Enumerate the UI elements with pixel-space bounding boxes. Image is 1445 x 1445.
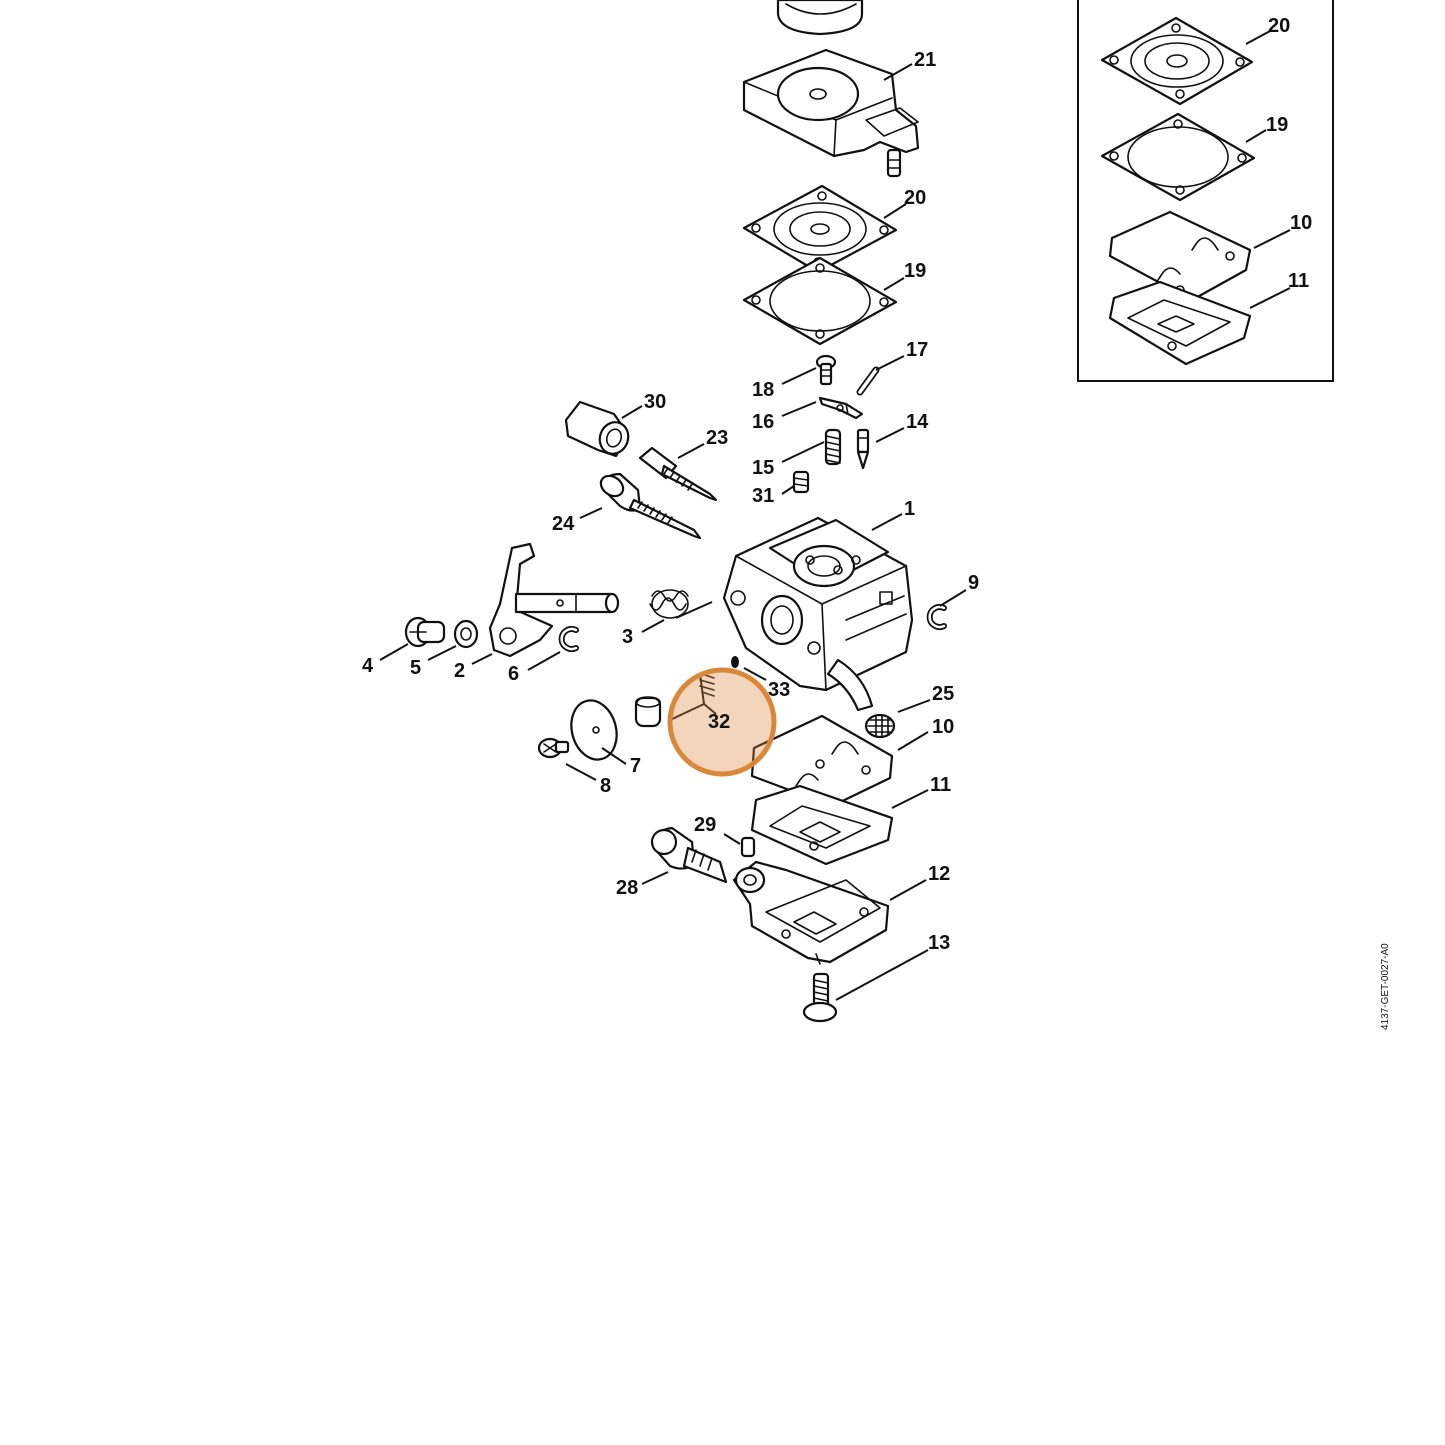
callout-14: 14 bbox=[906, 411, 929, 433]
lever-part-16 bbox=[818, 396, 864, 420]
drawing-code: 4137-GET-0027-A0 bbox=[1380, 943, 1391, 1030]
screw-part-4 bbox=[404, 616, 446, 648]
plug-part-29 bbox=[740, 836, 756, 858]
inset-pump-gasket bbox=[1108, 280, 1252, 366]
inset-panel: 20 19 10 11 bbox=[1077, 0, 1334, 382]
top-cap-part bbox=[776, 0, 864, 36]
spring-part-15 bbox=[824, 428, 842, 466]
callout-1: 1 bbox=[904, 498, 915, 520]
callout-3: 3 bbox=[622, 626, 633, 648]
clip-part-6 bbox=[558, 626, 579, 652]
callout-13: 13 bbox=[928, 932, 950, 954]
callout-32[interactable]: 32 bbox=[708, 711, 730, 733]
inset-gasket bbox=[1100, 112, 1256, 202]
inset-callout-19: 19 bbox=[1266, 114, 1288, 136]
diaphragm-plate-part-20 bbox=[742, 184, 898, 274]
callout-20: 20 bbox=[904, 187, 926, 209]
washer-part-5 bbox=[453, 619, 479, 649]
cap-part-30 bbox=[564, 400, 630, 458]
screw-part-8 bbox=[537, 737, 570, 759]
callout-8: 8 bbox=[600, 775, 611, 797]
adjusting-screw-part-23 bbox=[638, 446, 718, 502]
highlight-fill bbox=[670, 670, 774, 774]
plug-part-31 bbox=[792, 470, 810, 494]
inset-diaphragm-plate bbox=[1100, 16, 1254, 106]
callout-19: 19 bbox=[904, 260, 926, 282]
adjusting-screw-part-24 bbox=[599, 472, 702, 540]
callout-15: 15 bbox=[752, 457, 774, 479]
callout-16: 16 bbox=[752, 411, 774, 433]
gasket-part-19 bbox=[742, 256, 898, 346]
pin-part-17 bbox=[856, 366, 880, 396]
screw-part-13 bbox=[802, 972, 838, 1023]
callout-12: 12 bbox=[928, 863, 950, 885]
callout-25: 25 bbox=[932, 683, 954, 705]
inset-callout-11: 11 bbox=[1288, 270, 1309, 292]
callout-31: 31 bbox=[752, 485, 774, 507]
callout-29: 29 bbox=[694, 814, 716, 836]
callout-11: 11 bbox=[930, 774, 951, 796]
callout-17: 17 bbox=[906, 339, 928, 361]
gasket-part-11 bbox=[750, 784, 894, 866]
clip-part-9 bbox=[926, 604, 947, 630]
callout-9: 9 bbox=[968, 572, 979, 594]
throttle-shaft-lever bbox=[488, 542, 620, 658]
callout-2: 2 bbox=[454, 660, 465, 682]
spring-part-32 bbox=[634, 673, 715, 728]
callout-5: 5 bbox=[410, 657, 421, 679]
filter-screen-part-25 bbox=[864, 713, 896, 739]
highlight-ring bbox=[667, 667, 777, 777]
leader-lines bbox=[379, 63, 967, 1001]
callout-23: 23 bbox=[706, 427, 728, 449]
cover-plate-part-7 bbox=[570, 699, 618, 761]
metering-cover-part-12 bbox=[732, 860, 890, 965]
inlet-needle-part-14 bbox=[856, 428, 870, 470]
ball-part-33 bbox=[731, 656, 739, 668]
pump-diaphragm-part-10 bbox=[750, 714, 894, 808]
screw-part-18 bbox=[815, 354, 837, 386]
callout-24: 24 bbox=[552, 513, 575, 535]
inset-callout-10: 10 bbox=[1290, 212, 1312, 234]
callout-10: 10 bbox=[932, 716, 954, 738]
callout-6: 6 bbox=[508, 663, 519, 685]
callout-28: 28 bbox=[616, 877, 638, 899]
carburetor-body-part-1 bbox=[722, 516, 914, 712]
callout-18: 18 bbox=[752, 379, 774, 401]
callout-30: 30 bbox=[644, 391, 666, 413]
callout-labels: 21 20 19 17 18 16 14 15 31 30 23 24 1 9 … bbox=[362, 49, 979, 954]
inset-callout-20: 20 bbox=[1268, 15, 1290, 37]
callout-7: 7 bbox=[630, 755, 641, 777]
spring-part-3 bbox=[649, 589, 689, 619]
callout-4: 4 bbox=[362, 655, 374, 677]
callout-21: 21 bbox=[914, 49, 936, 71]
highlight-marker-32[interactable]: 32 bbox=[667, 667, 777, 777]
adjusting-screw-part-28 bbox=[650, 826, 728, 884]
pump-cover-part-21 bbox=[742, 48, 920, 178]
callout-33: 33 bbox=[768, 679, 790, 701]
